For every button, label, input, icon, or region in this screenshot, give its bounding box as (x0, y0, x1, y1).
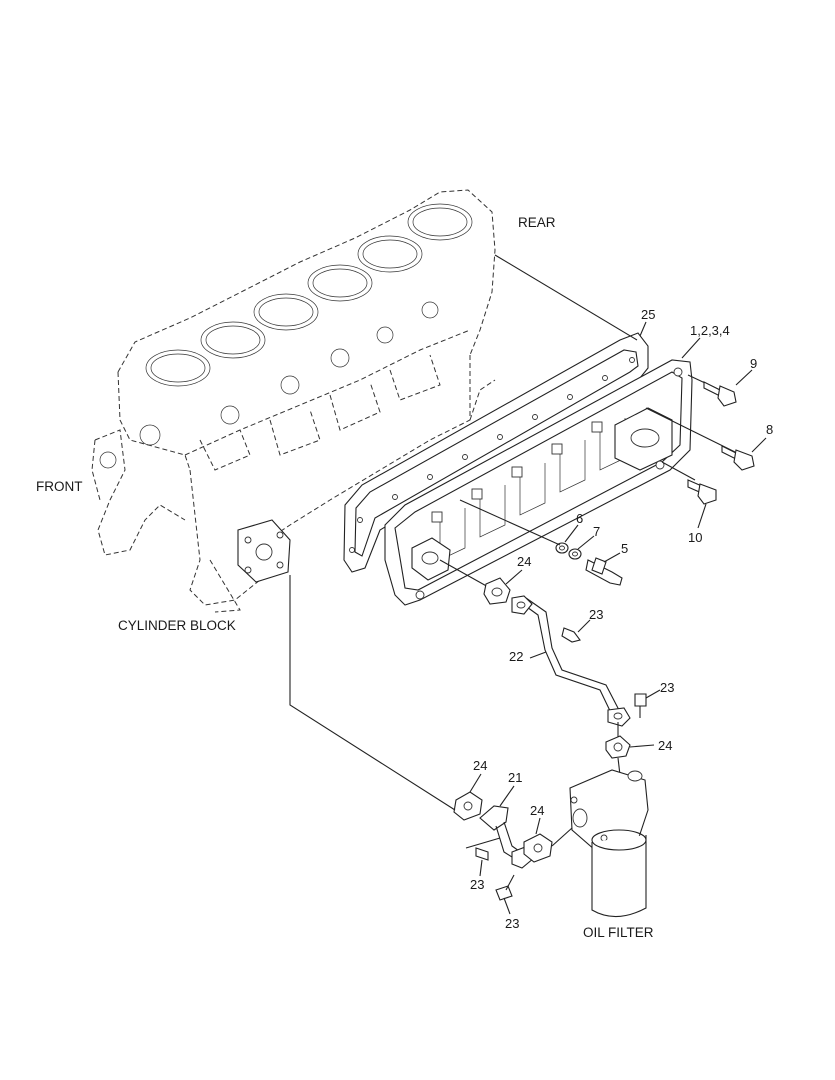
callout-21: 21 (508, 770, 522, 785)
bolt-9 (687, 374, 737, 407)
callout-23-a: 23 (589, 607, 603, 622)
label-rear: REAR (518, 215, 556, 230)
label-cylinder-block: CYLINDER BLOCK (118, 618, 236, 633)
gasket-24-upper (439, 559, 511, 605)
callout-5: 5 (621, 541, 628, 556)
callout-6: 6 (576, 511, 583, 526)
callout-24-lower-right: 24 (530, 803, 544, 818)
callout-8: 8 (766, 422, 773, 437)
bolt-10 (661, 461, 717, 505)
callout-23-d: 23 (505, 916, 519, 931)
callout-22: 22 (509, 649, 523, 664)
oil-filter (569, 769, 649, 918)
callout-24-lower-left: 24 (473, 758, 487, 773)
cylinder-block (91, 189, 496, 613)
callout-24-mid: 24 (658, 738, 672, 753)
callout-1-2-3-4: 1,2,3,4 (690, 323, 730, 338)
label-front: FRONT (36, 479, 83, 494)
callout-9: 9 (750, 356, 757, 371)
label-oil-filter: OIL FILTER (583, 925, 654, 940)
bolt-23-d (495, 874, 515, 901)
callout-23-b: 23 (660, 680, 674, 695)
bolt-23-a (561, 627, 581, 643)
bolt-8 (645, 407, 755, 471)
gasket-24-lower-right (523, 827, 573, 863)
bolt-23-c (465, 837, 501, 861)
callout-23-c: 23 (470, 877, 484, 892)
leader-lines (289, 254, 767, 915)
stud-5 (459, 499, 623, 586)
gasket-24-mid (605, 722, 631, 776)
oil-pipe-22 (511, 595, 631, 727)
callout-24-upper: 24 (517, 554, 531, 569)
callout-10: 10 (688, 530, 702, 545)
gasket-25 (343, 332, 649, 573)
washer-6 (555, 542, 569, 554)
callout-7: 7 (593, 524, 600, 539)
callout-25: 25 (641, 307, 655, 322)
bolt-23-b (634, 693, 647, 718)
washer-7 (568, 548, 582, 560)
gasket-24-lower-left (453, 791, 483, 821)
oil-cooler-housing (384, 359, 693, 606)
